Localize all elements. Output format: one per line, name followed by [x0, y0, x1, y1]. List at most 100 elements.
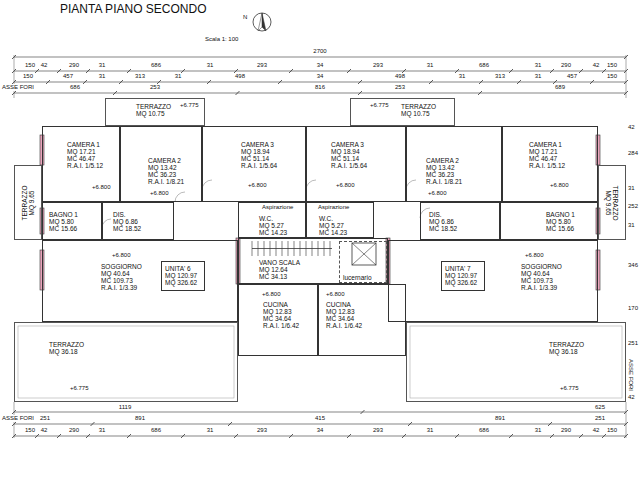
room-data: MQ 17.21 [67, 148, 103, 155]
room: SOGGIORNOMQ 40.64MC 109.73R.A.I. 1/3.39 U… [42, 240, 238, 322]
room-data: MC 15.66 [546, 225, 575, 232]
dimension-tick [358, 80, 362, 84]
room-data: MC 51.14 [331, 155, 367, 162]
dimension-tick [479, 80, 483, 84]
north-arrow [262, 13, 266, 31]
room-label: CAMERA 2MQ 13.42MC 36.23R.A.I. 1/8.21 [148, 157, 184, 186]
room-label: UNITA' 6MQ 120.97MQ 326.62 [165, 265, 197, 286]
room-label: SOGGIORNOMQ 40.64MC 109.73R.A.I. 1/3.39 [101, 263, 142, 292]
room-data: MQ 10.75 [401, 110, 436, 117]
dimension-tick [509, 69, 513, 73]
extension-line [626, 55, 627, 98]
dimension-tick [358, 91, 362, 95]
terrace: TERRAZZOMQ 9.65 [598, 165, 626, 240]
level-mark: +6.775 [560, 385, 579, 392]
room-name: CAMERA 1 [67, 141, 103, 148]
room-data: MQ 120.97 [445, 272, 477, 279]
room-label: TERRAZZOMQ 10.75 [401, 103, 436, 117]
room: VANO SCALAMQ 12.64MC 34.13lucernario [238, 238, 388, 284]
level-mark: +6.800 [428, 190, 447, 197]
skylight-frame [352, 243, 376, 265]
dimension-tick [236, 91, 240, 95]
dimension: 31 [207, 427, 214, 434]
dimension: 252 [628, 203, 638, 210]
dimension-line [14, 71, 626, 72]
dimension: 170 [628, 305, 638, 312]
room-data: MQ 40.64 [521, 270, 562, 277]
dimension-line [14, 424, 626, 425]
dimension-tick [234, 434, 238, 438]
terrace: TERRAZZOMQ 10.75 [350, 98, 455, 126]
note: Aspirazione [262, 204, 293, 211]
dimension-tick [113, 91, 117, 95]
dimension: 2700 [313, 48, 326, 55]
room-name: BAGNO 1 [546, 211, 575, 218]
room: CAMERA 3MQ 18.94MC 51.14R.A.I. 1/5.64 [202, 126, 306, 202]
room-name: CAMERA 2 [148, 157, 184, 164]
dimension: 457 [63, 73, 73, 80]
dimension: 150 [25, 62, 35, 69]
room-label: UNITA' 7MQ 120.97MQ 326.62 [445, 265, 477, 286]
room-data: MQ 18.94 [241, 148, 277, 155]
dimension: 251 [40, 415, 50, 422]
dimension: 31 [427, 427, 434, 434]
level-mark: +6.775 [180, 102, 199, 109]
dimension: 31 [535, 62, 542, 69]
dimension-tick [550, 69, 554, 73]
dimension-tick [429, 80, 433, 84]
dimension: 251 [595, 415, 605, 422]
room-data: MC 34.13 [259, 273, 300, 280]
dimension-line [14, 82, 626, 83]
dimension-tick [455, 434, 459, 438]
dimension: 686 [479, 62, 489, 69]
dimension: 689 [555, 84, 565, 91]
room-data: MC 109.73 [101, 277, 142, 284]
room-name: TERRAZZO [136, 103, 171, 110]
dimension-line [14, 57, 626, 58]
room-name: TERRAZZO [612, 185, 619, 220]
room-name: TERRAZZO [21, 185, 28, 220]
terrace: TERRAZZOMQ 36.18 [406, 322, 626, 402]
railing [18, 326, 234, 398]
dimension: 625 [595, 404, 605, 411]
room-name: BAGNO 1 [49, 211, 78, 218]
note: Aspirazione [318, 204, 349, 211]
stair-rail [252, 248, 332, 249]
dimension-line [14, 412, 626, 413]
dimension-tick [509, 434, 513, 438]
dimension: 31 [99, 62, 106, 69]
dimension-tick [602, 69, 606, 73]
north-arrow [253, 13, 271, 31]
door-swing [202, 180, 212, 190]
room-data: MQ 120.97 [165, 272, 197, 279]
north-letter: N [243, 14, 247, 21]
dimension-tick [278, 80, 282, 84]
dimension: 31 [535, 73, 542, 80]
axis-label: ASSE FORI [628, 359, 635, 391]
dimension-tick [83, 80, 87, 84]
door-swing [420, 208, 430, 218]
dimension-tick [119, 80, 123, 84]
room-data: MQ 13.42 [426, 164, 462, 171]
dimension: 31 [99, 427, 106, 434]
room-label: lucernario [343, 274, 372, 281]
dimension: 313 [495, 73, 505, 80]
room-data: MC 51.14 [241, 155, 277, 162]
room-label: CAMERA 3MQ 18.94MC 51.14R.A.I. 1/5.64 [241, 141, 277, 170]
dimension: 150 [23, 73, 33, 80]
room-name: SOGGIORNO [521, 263, 562, 270]
dimension: 457 [567, 73, 577, 80]
room-data: MC 14.23 [259, 229, 287, 236]
dimension-tick [181, 434, 185, 438]
dimension: 686 [151, 62, 161, 69]
room-data: R.A.I. 1/5.64 [241, 162, 277, 169]
room: CAMERA 1MQ 17.21MC 46.47R.A.I. 1/5.12 [42, 126, 120, 202]
room-data: MQ 6.86 [429, 218, 457, 225]
dimension-tick [347, 69, 351, 73]
dimension: 31 [628, 222, 635, 229]
dimension: 42 [41, 427, 48, 434]
room-data: MQ 9.65 [28, 185, 35, 220]
dimension-tick [517, 80, 521, 84]
room-label: CUCINAMQ 12.83MC 34.64R.A.I. 1/6.42 [263, 301, 299, 330]
room-data: MQ 10.75 [136, 110, 171, 117]
